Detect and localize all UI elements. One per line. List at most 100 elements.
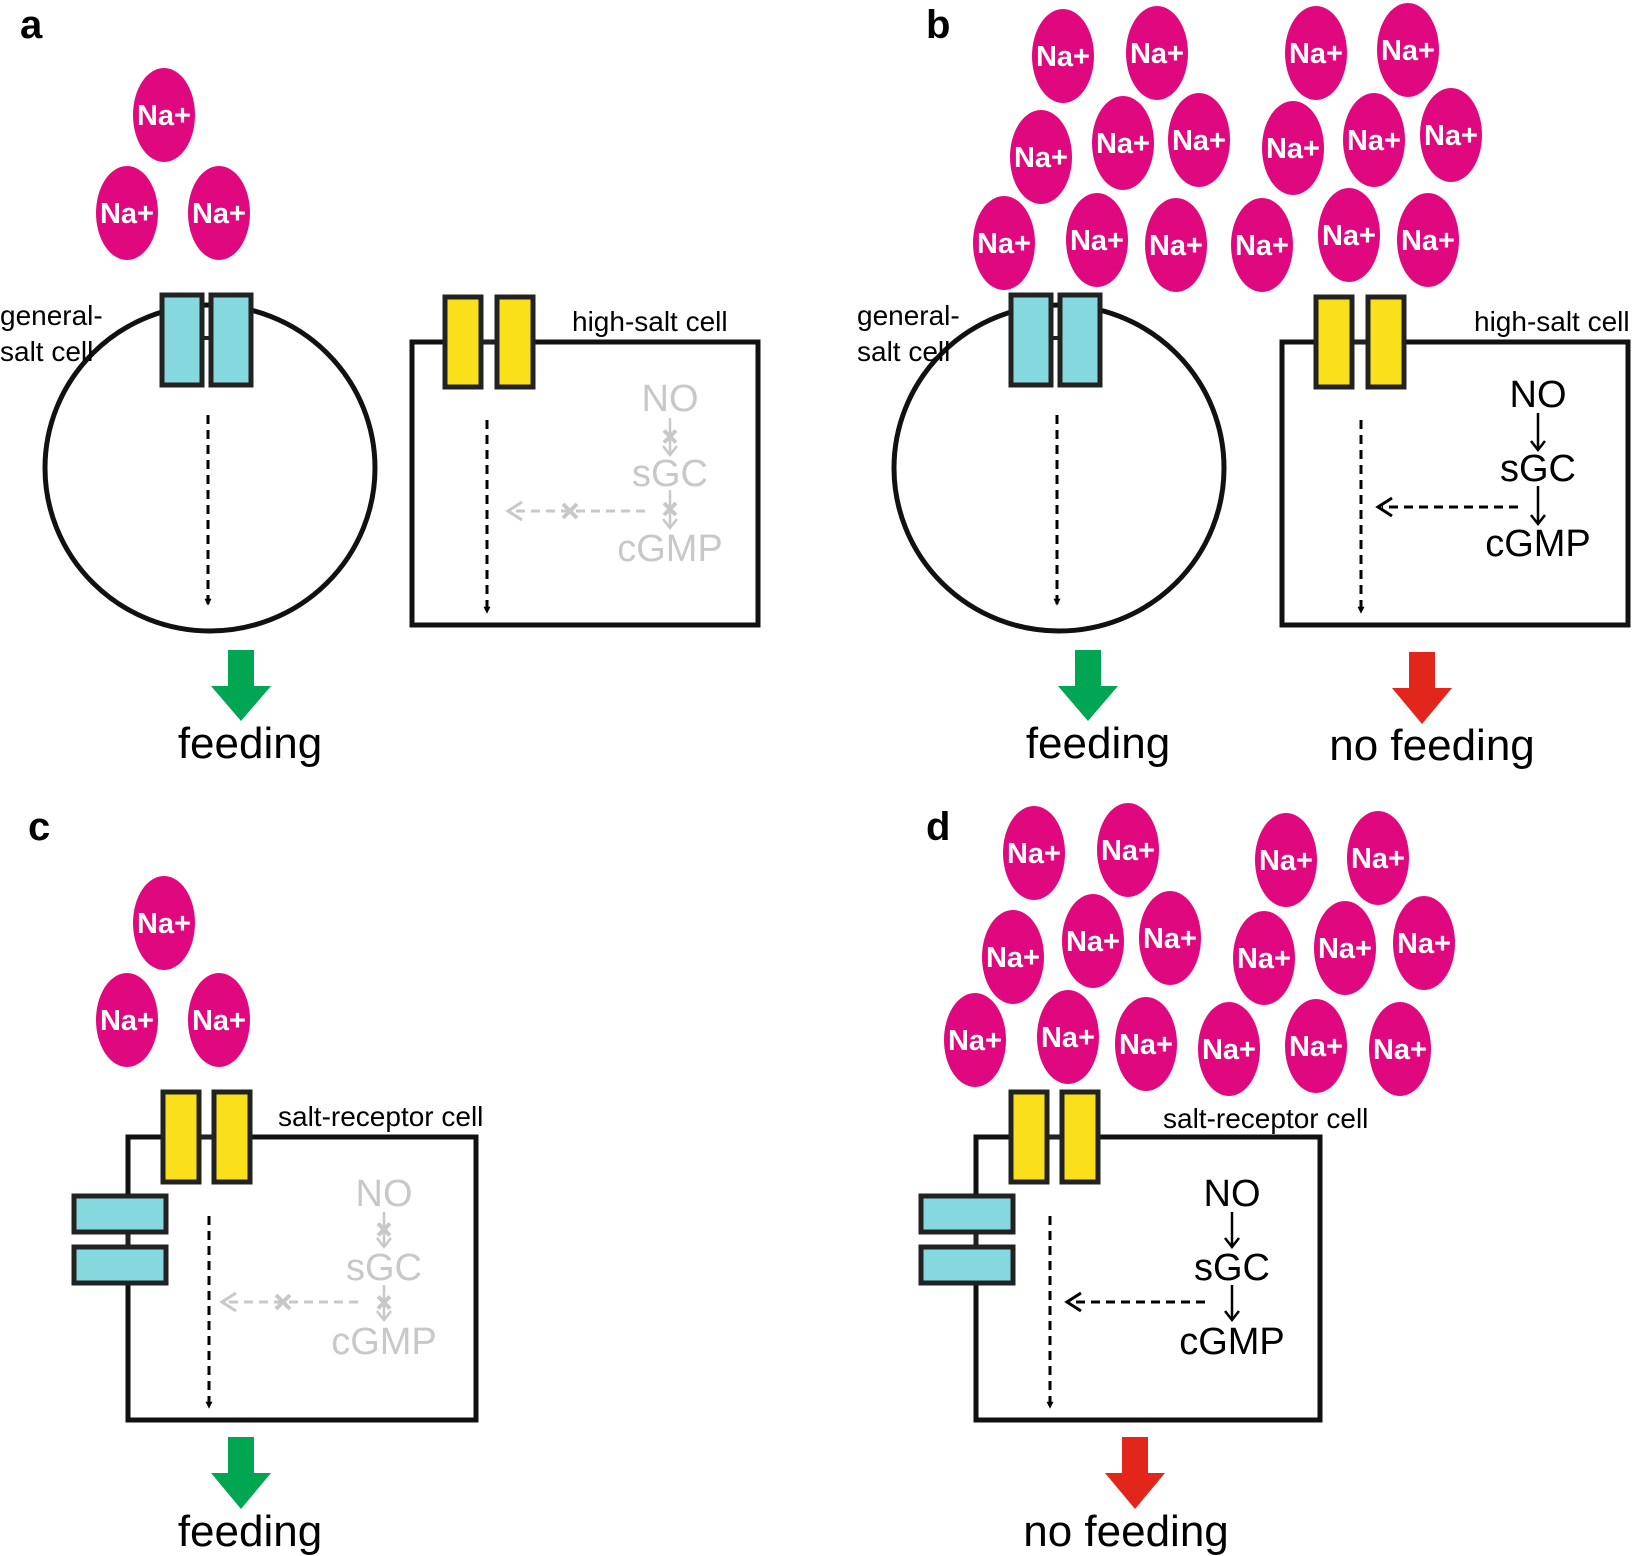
- sodium-ion: Na+: [1347, 811, 1409, 905]
- outcome-feeding: feeding: [178, 719, 322, 768]
- sodium-ion: Na+: [1066, 193, 1128, 287]
- sodium-ion-label: Na+: [1424, 120, 1478, 152]
- sodium-ion-label: Na+: [1322, 220, 1376, 252]
- high-salt-channel-right: [211, 1089, 253, 1185]
- sodium-ion-label: Na+: [1172, 125, 1226, 157]
- sodium-ion-label: Na+: [1202, 1034, 1256, 1066]
- sodium-ion: Na+: [1198, 1002, 1260, 1096]
- no-sgc-cgmp-pathway: NO sGC cGMP: [1064, 1173, 1285, 1363]
- sodium-ion-label: Na+: [1036, 41, 1090, 73]
- general-salt-cell-label: general-: [0, 300, 103, 331]
- high-salt-cell-label: high-salt cell: [572, 306, 728, 337]
- sodium-ion: Na+: [1037, 990, 1099, 1084]
- outcome-feeding: feeding: [1026, 719, 1170, 768]
- sodium-ion: Na+: [973, 196, 1035, 290]
- sodium-ion: Na+: [1262, 101, 1324, 195]
- inhibition-arrow: [219, 1291, 358, 1313]
- sodium-ion: Na+: [1314, 901, 1376, 995]
- ion-group-d: Na+Na+Na+Na+Na+Na+Na+Na+Na+Na+Na+Na+Na+N…: [944, 803, 1455, 1096]
- cgmp-label: cGMP: [1179, 1321, 1285, 1363]
- sodium-ion: Na+: [982, 910, 1044, 1004]
- sodium-ion: Na+: [1420, 88, 1482, 182]
- no-to-sgc-arrow: [1224, 1212, 1240, 1250]
- sodium-ion-label: Na+: [1096, 128, 1150, 160]
- sodium-ion: Na+: [1139, 891, 1201, 985]
- sodium-ion: Na+: [1285, 6, 1347, 100]
- inhibition-arrow: [1064, 1291, 1205, 1313]
- cgmp-label: cGMP: [331, 1321, 437, 1363]
- general-salt-channel-right: [1057, 292, 1103, 388]
- high-salt-cell-label: high-salt cell: [1474, 306, 1630, 337]
- sodium-ion: Na+: [1003, 806, 1065, 900]
- general-salt-cell-label: general-: [857, 300, 960, 331]
- sodium-ion-label: Na+: [100, 198, 154, 230]
- ion-group-b: Na+Na+Na+Na+Na+Na+Na+Na+Na+Na+Na+Na+Na+N…: [973, 3, 1482, 292]
- sodium-ion-label: Na+: [1237, 943, 1291, 975]
- sodium-ion-label: Na+: [1373, 1034, 1427, 1066]
- sodium-ion: Na+: [1393, 896, 1455, 990]
- sodium-ion-label: Na+: [1143, 923, 1197, 955]
- general-salt-cell-label-2: salt cell: [857, 336, 950, 367]
- sodium-ion: Na+: [1231, 198, 1293, 292]
- sgc-label: sGC: [1500, 448, 1576, 490]
- no-label: NO: [356, 1173, 413, 1215]
- sodium-ion-label: Na+: [986, 942, 1040, 974]
- sodium-ion: Na+: [96, 166, 158, 260]
- general-salt-channel-left: [159, 292, 205, 388]
- no-to-sgc-arrow: [1530, 413, 1546, 453]
- sodium-ion-label: Na+: [948, 1025, 1002, 1057]
- cgmp-label: cGMP: [617, 528, 723, 570]
- panel-label-a: a: [20, 3, 43, 47]
- outcome-no-feeding: no feeding: [1329, 721, 1535, 770]
- panel-c: c Na+Na+Na+ salt-receptor cell NOsGCcGMP…: [28, 805, 483, 1556]
- high-salt-channel-right: [1365, 294, 1407, 390]
- general-salt-channel-left: [1008, 292, 1054, 388]
- cgmp-label: cGMP: [1485, 523, 1591, 565]
- panel-label-b: b: [926, 3, 950, 47]
- no-to-sgc-arrow: [376, 1212, 392, 1250]
- sodium-ion-label: Na+: [1401, 225, 1455, 257]
- high-salt-cell-body: [1279, 339, 1631, 628]
- sgc-label: sGC: [1194, 1247, 1270, 1289]
- sodium-ion-label: Na+: [1397, 928, 1451, 960]
- no-sgc-cgmp-pathway: NO sGC cGMP: [219, 1173, 437, 1363]
- sodium-ion-label: Na+: [1259, 845, 1313, 877]
- ion-group-c: Na+ Na+ Na+: [96, 876, 250, 1067]
- sodium-ion-label: Na+: [1066, 926, 1120, 958]
- sodium-ion: Na+: [1285, 999, 1347, 1093]
- high-salt-channel-left: [442, 294, 484, 390]
- high-salt-channel-left: [1008, 1089, 1050, 1185]
- sodium-ion: Na+: [188, 973, 250, 1067]
- no-label: NO: [1204, 1173, 1261, 1215]
- sgc-to-cgmp-arrow: [662, 490, 678, 531]
- sodium-ion-label: Na+: [977, 228, 1031, 260]
- sgc-label: sGC: [346, 1247, 422, 1289]
- high-salt-cell-body: [409, 339, 761, 628]
- sodium-ion: Na+: [944, 993, 1006, 1087]
- sodium-ion: Na+: [96, 973, 158, 1067]
- sodium-ion: Na+: [1010, 110, 1072, 204]
- sodium-ion-label: Na+: [1149, 230, 1203, 262]
- sodium-ion-label: Na+: [192, 198, 246, 230]
- sodium-ion-label: Na+: [137, 908, 191, 940]
- no-feeding-arrow: [1105, 1437, 1165, 1509]
- sodium-ion: Na+: [1126, 6, 1188, 100]
- sodium-ion-label: Na+: [1130, 38, 1184, 70]
- inhibition-arrow: [505, 500, 645, 522]
- sodium-ion-label: Na+: [1289, 38, 1343, 70]
- general-salt-channel-bottom: [918, 1244, 1016, 1286]
- general-salt-channel-bottom: [71, 1244, 169, 1286]
- sodium-ion: Na+: [1233, 911, 1295, 1005]
- sgc-to-cgmp-arrow: [376, 1285, 392, 1323]
- feeding-arrow: [211, 650, 271, 721]
- sodium-ion-label: Na+: [1235, 230, 1289, 262]
- no-label: NO: [642, 378, 699, 420]
- panel-label-c: c: [28, 805, 50, 849]
- sodium-ion: Na+: [1343, 93, 1405, 187]
- sodium-ion-label: Na+: [1007, 838, 1061, 870]
- outcome-feeding: feeding: [178, 1507, 322, 1556]
- general-salt-cell-label-2: salt cell: [0, 336, 93, 367]
- sodium-ion-label: Na+: [1101, 835, 1155, 867]
- sodium-ion: Na+: [1115, 997, 1177, 1091]
